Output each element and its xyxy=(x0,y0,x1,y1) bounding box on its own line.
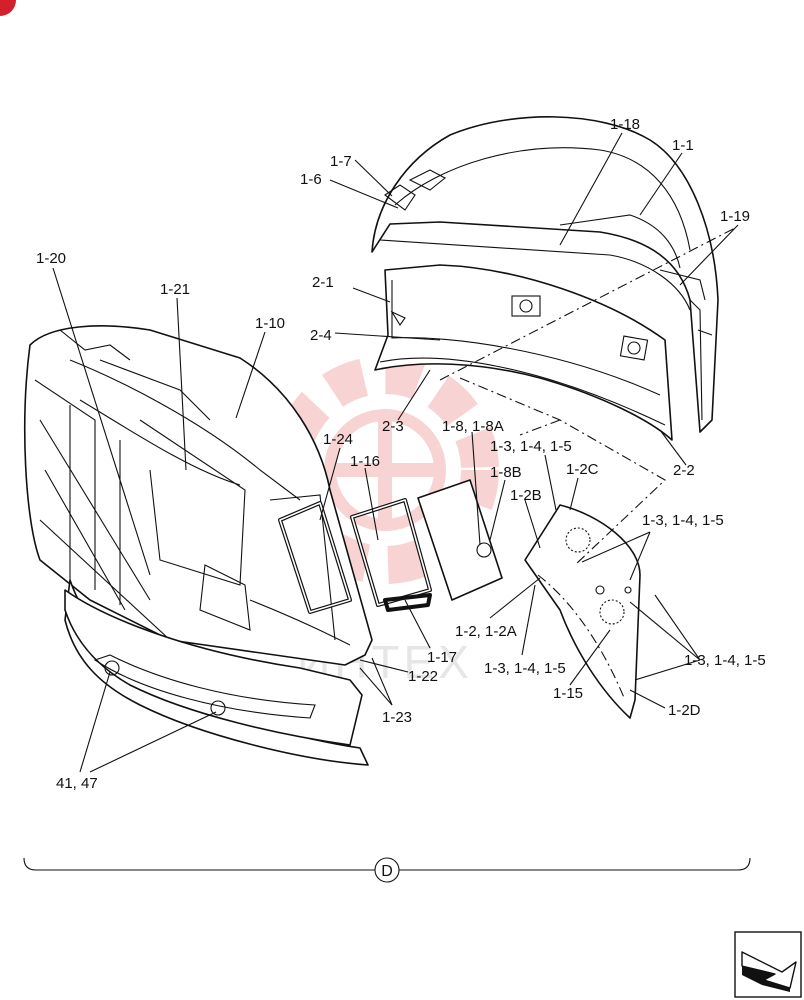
callout-labels: 1-18 1-1 1-7 1-6 1-19 1-20 2-1 1-21 1-10… xyxy=(36,116,766,792)
callout-label: 1-3, 1-4, 1-5 xyxy=(684,652,766,669)
section-letter: D xyxy=(381,863,393,880)
callout-label: 1-22 xyxy=(408,668,438,685)
callout-label: 1-2B xyxy=(510,487,542,504)
callout-label: 1-19 xyxy=(720,208,750,225)
callout-label: 2-2 xyxy=(673,462,695,479)
callout-label: 1-7 xyxy=(330,153,352,170)
callout-label: 1-8B xyxy=(490,464,522,481)
glass-panels xyxy=(278,479,503,614)
callout-label: 1-24 xyxy=(323,431,353,448)
rear-panel-part xyxy=(374,264,673,441)
next-page-arrow-icon[interactable] xyxy=(734,931,802,998)
callout-label: 1-21 xyxy=(160,281,190,298)
callout-label: 1-3, 1-4, 1-5 xyxy=(642,512,724,529)
rear-hood-part xyxy=(371,116,719,433)
corner-badge-icon xyxy=(0,0,16,16)
callout-label: 1-23 xyxy=(382,709,412,726)
callout-label: 2-1 xyxy=(312,274,334,291)
callout-label: 1-6 xyxy=(300,171,322,188)
callout-label: 1-16 xyxy=(350,453,380,470)
callout-label: 1-3, 1-4, 1-5 xyxy=(490,438,572,455)
callout-label: 1-1 xyxy=(672,137,694,154)
callout-label: 1-20 xyxy=(36,250,66,267)
leader-lines xyxy=(52,132,739,773)
callout-label: 1-2, 1-2A xyxy=(455,623,517,640)
callout-label: 1-2D xyxy=(668,702,701,719)
callout-label: 1-18 xyxy=(610,116,640,133)
assembly-lines xyxy=(439,227,736,566)
callout-label: 2-3 xyxy=(382,418,404,435)
callout-label: 1-2C xyxy=(566,461,599,478)
callout-label: 41, 47 xyxy=(56,775,98,792)
callout-label: 1-3, 1-4, 1-5 xyxy=(484,660,566,677)
callout-label: 2-4 xyxy=(310,327,332,344)
callout-label: 1-17 xyxy=(427,649,457,666)
callout-label: 1-10 xyxy=(255,315,285,332)
front-bumper-part xyxy=(64,579,369,766)
section-bracket: D xyxy=(23,857,751,883)
side-grille-part xyxy=(524,504,641,719)
front-hood-part xyxy=(24,325,373,666)
callout-label: 1-15 xyxy=(553,685,583,702)
callout-label: 1-8, 1-8A xyxy=(442,418,504,435)
